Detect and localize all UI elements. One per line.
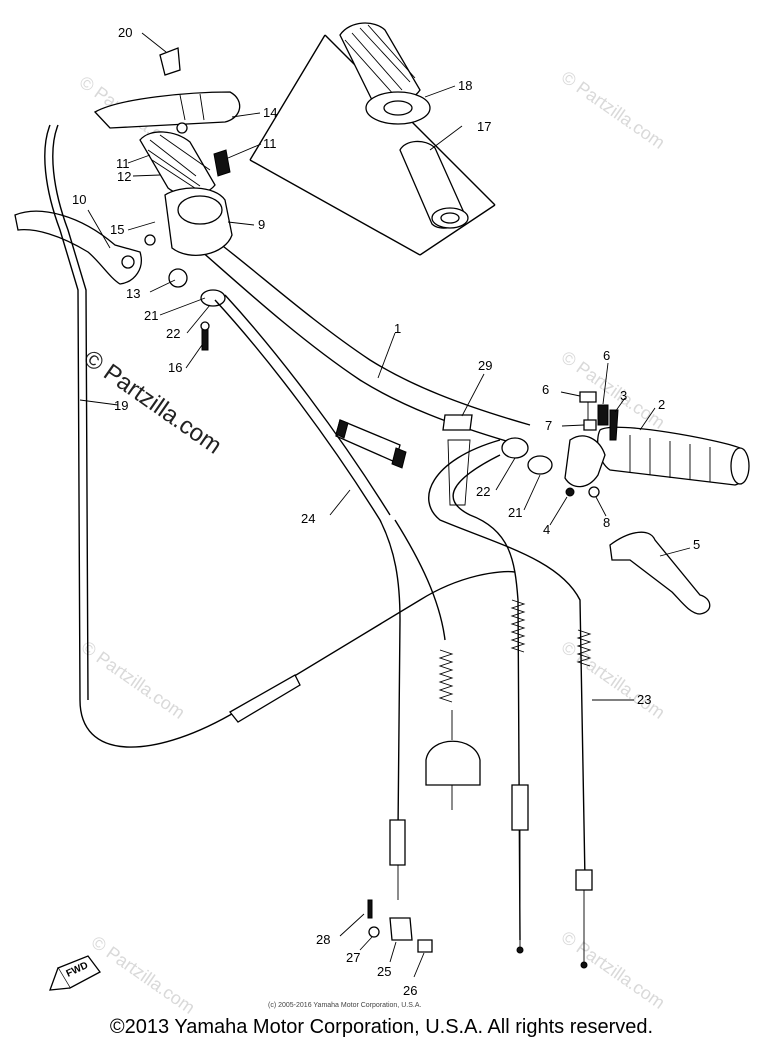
- callout-6: 6: [542, 382, 549, 397]
- callout-17: 17: [477, 119, 491, 134]
- callout-21: 21: [144, 308, 158, 323]
- callout-numbers: 20 14 11 11 12 9 10 15 13 21 22 16 18 17…: [72, 25, 700, 998]
- callout-3: 3: [620, 388, 627, 403]
- handlebar: [199, 239, 531, 469]
- callout-20: 20: [118, 25, 132, 40]
- callout-10: 10: [72, 192, 86, 207]
- callout-15: 15: [110, 222, 124, 237]
- callout-16: 16: [168, 360, 182, 375]
- callout-4: 4: [543, 522, 550, 537]
- callout-9: 9: [258, 217, 265, 232]
- callout-6: 6: [603, 348, 610, 363]
- fwd-arrow-icon: FWD: [49, 955, 101, 991]
- watermark: © Partzilla.com: [558, 927, 669, 1013]
- callout-1: 1: [394, 321, 401, 336]
- callout-11: 11: [116, 156, 130, 171]
- callout-26: 26: [403, 983, 417, 998]
- watermark-large: © Partzilla.com: [79, 345, 227, 460]
- callout-11: 11: [263, 136, 277, 151]
- callout-28: 28: [316, 932, 330, 947]
- grip-inset: [249, 22, 496, 256]
- callout-21: 21: [508, 505, 522, 520]
- copyright-notice: ©2013 Yamaha Motor Corporation, U.S.A. A…: [109, 1016, 654, 1038]
- watermark: © Partzilla.com: [88, 932, 199, 1018]
- callout-2: 2: [658, 397, 665, 412]
- callout-27: 27: [346, 950, 360, 965]
- callout-25: 25: [377, 964, 391, 979]
- callout-19: 19: [114, 398, 128, 413]
- callout-18: 18: [458, 78, 472, 93]
- watermark: © Partzilla.com: [558, 67, 669, 153]
- small-credit: (c) 2005-2016 Yamaha Motor Corporation, …: [268, 1002, 421, 1009]
- callout-7: 7: [545, 418, 552, 433]
- callout-8: 8: [603, 515, 610, 530]
- callout-12: 12: [117, 169, 131, 184]
- watermark: © Partzilla.com: [78, 637, 189, 723]
- callout-22: 22: [166, 326, 180, 341]
- right-control-assembly: [442, 391, 750, 615]
- cables: [44, 124, 593, 969]
- callout-14: 14: [263, 105, 277, 120]
- watermark: © Partzilla.com: [558, 637, 669, 723]
- callout-22: 22: [476, 484, 490, 499]
- callout-29: 29: [478, 358, 492, 373]
- callout-5: 5: [693, 537, 700, 552]
- callout-23: 23: [637, 692, 651, 707]
- leader-lines: [79, 32, 691, 978]
- callout-24: 24: [301, 511, 315, 526]
- callout-13: 13: [126, 286, 140, 301]
- left-control-assembly: [14, 47, 241, 351]
